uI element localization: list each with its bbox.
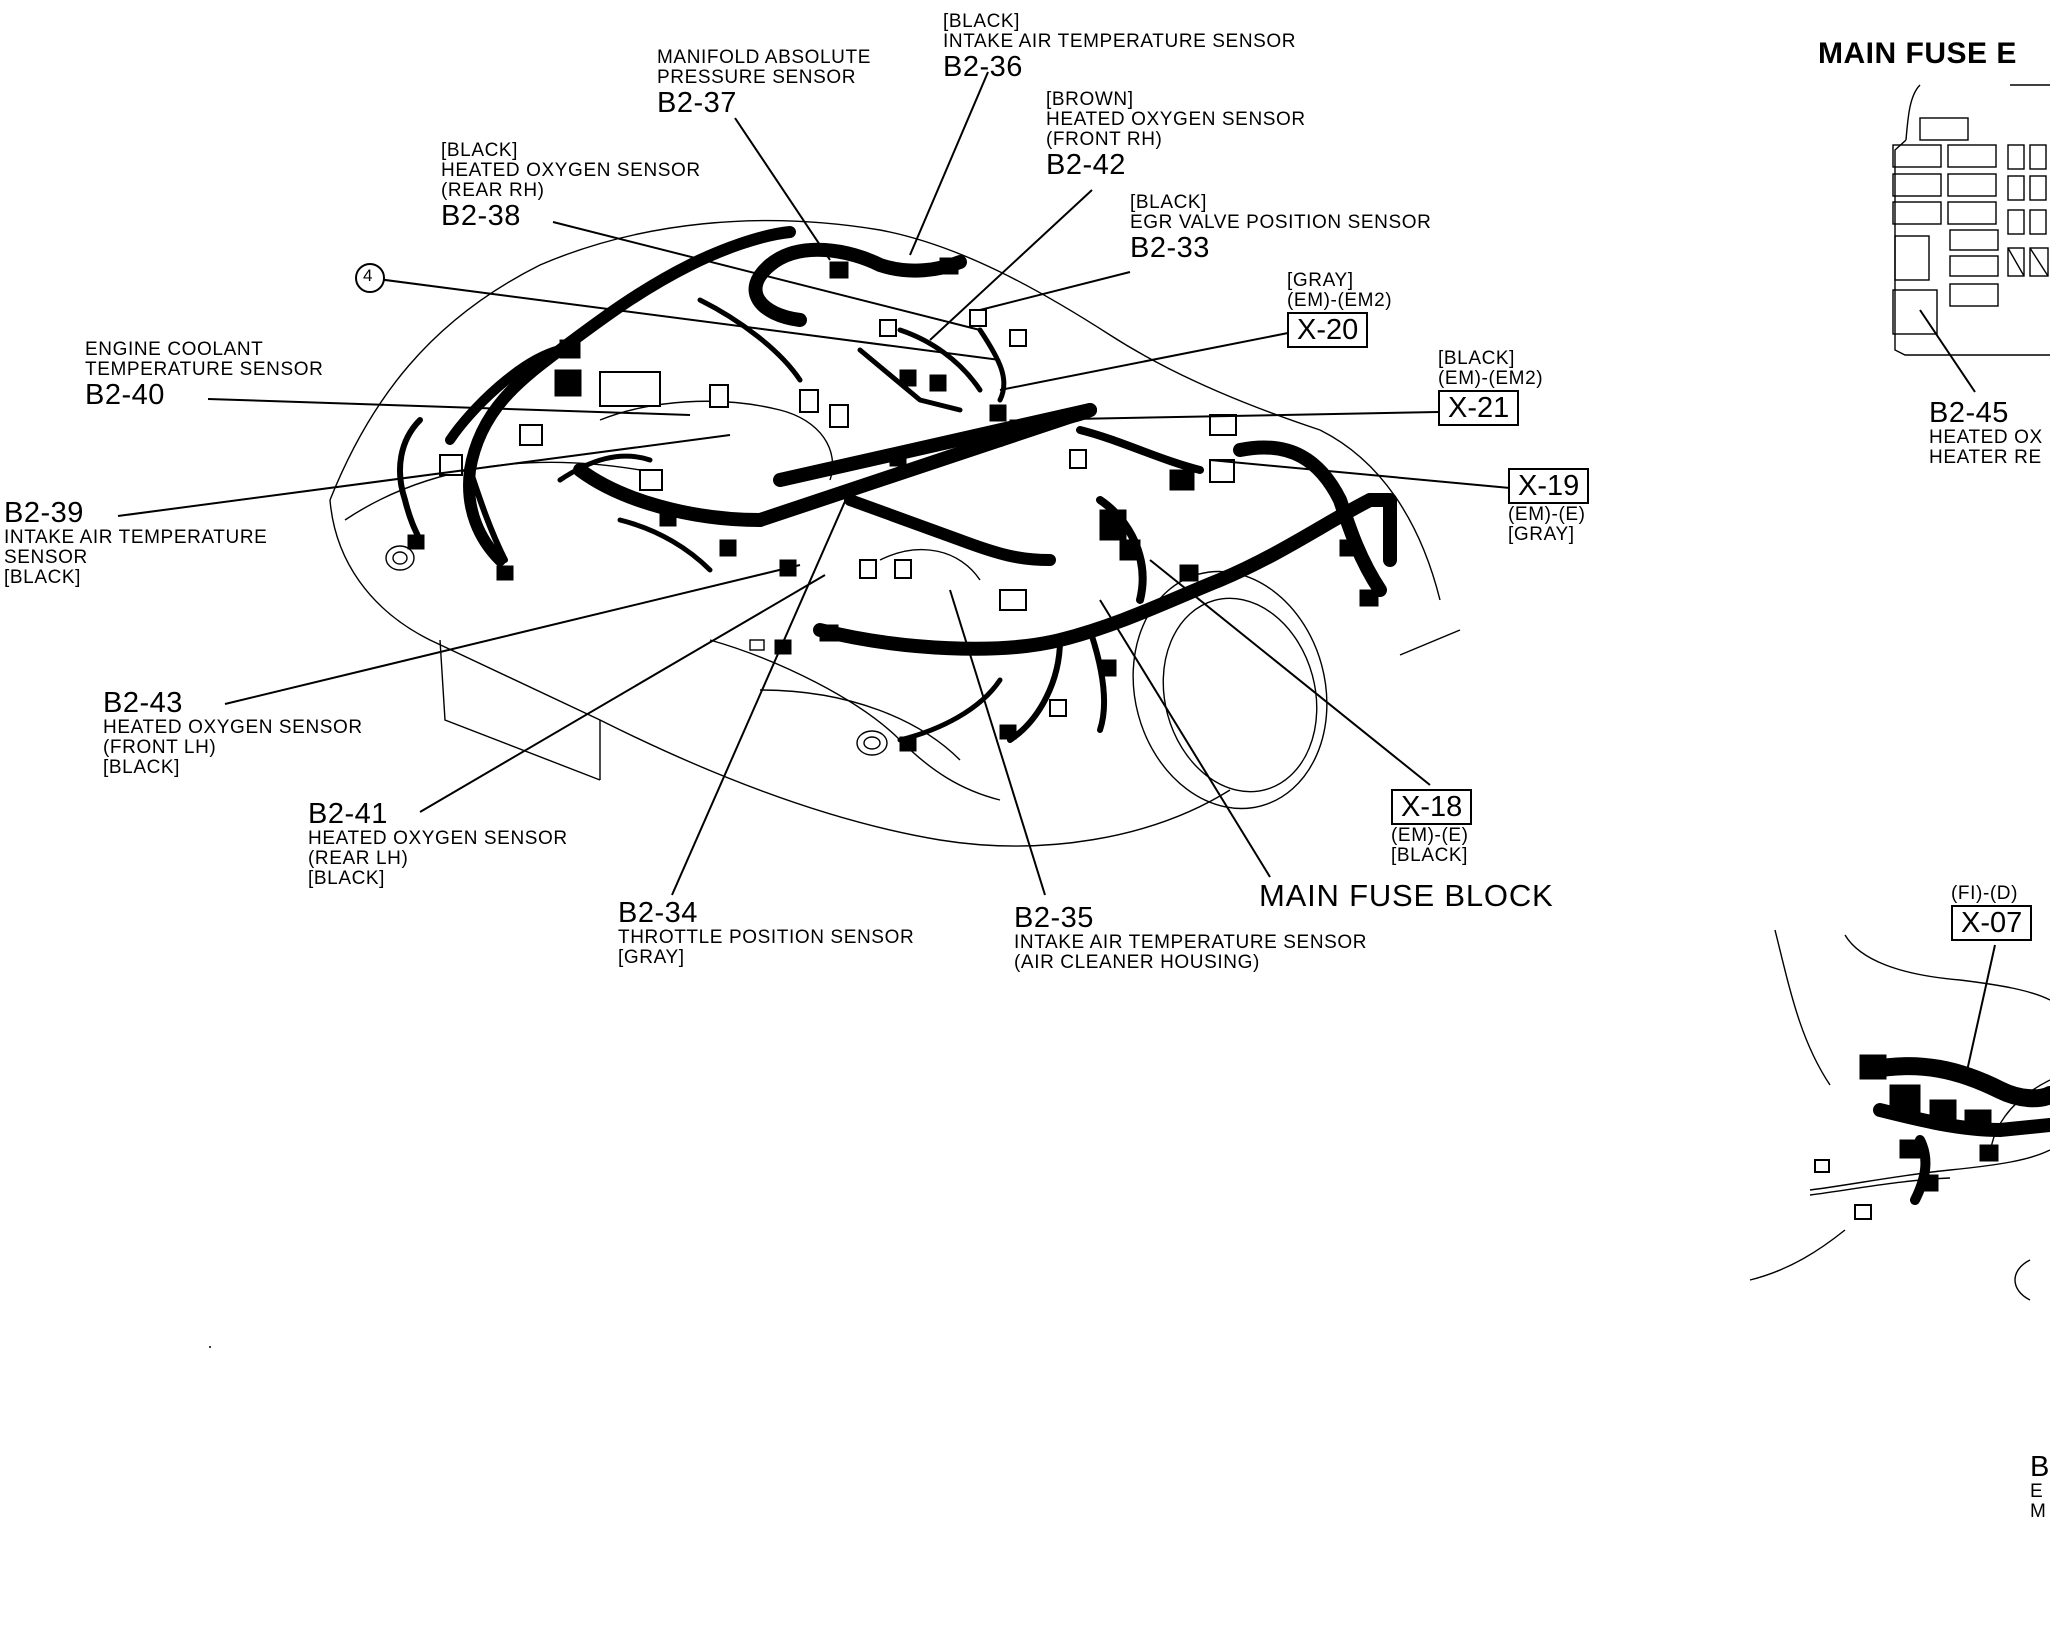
label-x-21: [BLACK] (EM)-(EM2) X-21 xyxy=(1438,348,1544,426)
b2-35-code: B2-35 xyxy=(1014,902,1094,934)
label-x-19: X-19 (EM)-(E) [GRAY] xyxy=(1508,468,1590,546)
callout-circle xyxy=(355,263,385,293)
label-b2-40: ENGINE COOLANT TEMPERATURE SENSOR B2-40 xyxy=(85,339,324,411)
x-07-em: (FI)-(D) xyxy=(1951,883,2019,904)
x-19-color: [GRAY] xyxy=(1508,524,1575,546)
label-x-20: [GRAY] (EM)-(EM2) X-20 xyxy=(1287,270,1393,348)
b2-36-code: B2-36 xyxy=(943,50,1023,83)
x07-detail xyxy=(1749,929,2050,1301)
x-20-em: (EM)-(EM2) xyxy=(1287,289,1393,311)
x-21-em: (EM)-(EM2) xyxy=(1438,367,1544,389)
b2-35-name1: INTAKE AIR TEMPERATURE SENSOR xyxy=(1014,932,1368,954)
speck xyxy=(209,1346,211,1348)
b2-45-code: B2-45 xyxy=(1929,397,2009,429)
x-19-code: X-19 xyxy=(1508,468,1590,504)
label-x-18: X-18 (EM)-(E) [BLACK] xyxy=(1391,789,1473,867)
b2-41-color: [BLACK] xyxy=(308,868,386,890)
label-b2-39: B2-39 INTAKE AIR TEMPERATURE SENSOR [BLA… xyxy=(4,498,267,588)
connectors xyxy=(407,257,1379,752)
b2-33-code: B2-33 xyxy=(1130,231,1210,264)
label-b2-43: B2-43 HEATED OXYGEN SENSOR (FRONT LH) [B… xyxy=(103,688,363,778)
x-20-code: X-20 xyxy=(1287,311,1369,348)
x-07-code: X-07 xyxy=(1951,904,2033,941)
label-b2-33: [BLACK] EGR VALVE POSITION SENSOR B2-33 xyxy=(1130,192,1432,264)
x-21-color: [BLACK] xyxy=(1438,348,1516,369)
b2-36-color: [BLACK] xyxy=(943,11,1021,32)
b2-43-color: [BLACK] xyxy=(103,757,181,779)
b2-42-name1: HEATED OXYGEN SENSOR xyxy=(1046,108,1306,130)
b2-38-code: B2-38 xyxy=(441,199,521,232)
label-b2-41: B2-41 HEATED OXYGEN SENSOR (REAR LH) [BL… xyxy=(308,799,568,889)
b2-43-name1: HEATED OXYGEN SENSOR xyxy=(103,717,363,739)
x-20-color: [GRAY] xyxy=(1287,270,1354,291)
label-b2-42: [BROWN] HEATED OXYGEN SENSOR (FRONT RH) … xyxy=(1046,89,1306,181)
b2-39-name2: SENSOR xyxy=(4,547,88,569)
label-b2-38: [BLACK] HEATED OXYGEN SENSOR (REAR RH) B… xyxy=(441,140,701,232)
b2-39-code: B2-39 xyxy=(4,497,84,529)
b2-39-color: [BLACK] xyxy=(4,567,82,589)
x-18-color: [BLACK] xyxy=(1391,845,1469,867)
b2-39-name1: INTAKE AIR TEMPERATURE xyxy=(4,527,268,549)
bottom-right-line2: M xyxy=(2030,1501,2047,1523)
label-b2-36: [BLACK] INTAKE AIR TEMPERATURE SENSOR B2… xyxy=(943,11,1297,83)
b2-37-name2: PRESSURE SENSOR xyxy=(657,66,857,88)
label-x-07: (FI)-(D) X-07 xyxy=(1951,883,2033,941)
right-panel-title: MAIN FUSE E xyxy=(1818,37,2017,70)
bottom-right-line1: E xyxy=(2030,1481,2044,1503)
b2-38-name1: HEATED OXYGEN SENSOR xyxy=(441,159,701,181)
b2-41-name1: HEATED OXYGEN SENSOR xyxy=(308,828,568,850)
label-bottom-right: B E M xyxy=(2030,1452,2050,1522)
b2-45-line2: HEATER RE xyxy=(1929,447,2042,469)
b2-36-name: INTAKE AIR TEMPERATURE SENSOR xyxy=(943,30,1297,52)
b2-42-code: B2-42 xyxy=(1046,148,1126,181)
b2-41-code: B2-41 xyxy=(308,798,388,830)
x-21-code: X-21 xyxy=(1438,389,1520,426)
bottom-right-code: B xyxy=(2030,1451,2050,1483)
b2-38-name2: (REAR RH) xyxy=(441,179,545,201)
b2-40-code: B2-40 xyxy=(85,378,165,411)
b2-43-name2: (FRONT LH) xyxy=(103,737,217,759)
leader-lines xyxy=(117,71,1511,896)
b2-37-code: B2-37 xyxy=(657,86,737,119)
b2-42-name2: (FRONT RH) xyxy=(1046,128,1163,150)
main-fuse-block-label: MAIN FUSE BLOCK xyxy=(1259,878,1554,913)
label-b2-37: MANIFOLD ABSOLUTE PRESSURE SENSOR B2-37 xyxy=(657,47,871,119)
x-18-code: X-18 xyxy=(1391,789,1473,825)
b2-43-code: B2-43 xyxy=(103,687,183,719)
b2-40-name2: TEMPERATURE SENSOR xyxy=(85,358,324,380)
b2-33-color: [BLACK] xyxy=(1130,192,1208,213)
fuse-block-detail xyxy=(1892,84,2050,393)
b2-38-color: [BLACK] xyxy=(441,140,519,161)
b2-35-name2: (AIR CLEANER HOUSING) xyxy=(1014,952,1260,974)
b2-37-name1: MANIFOLD ABSOLUTE xyxy=(657,47,871,68)
b2-42-color: [BROWN] xyxy=(1046,89,1134,110)
b2-34-color: [GRAY] xyxy=(618,947,685,969)
b2-34-code: B2-34 xyxy=(618,897,698,929)
callout-number-4: 4 xyxy=(363,266,374,285)
b2-34-name: THROTTLE POSITION SENSOR xyxy=(618,927,915,949)
b2-40-name1: ENGINE COOLANT xyxy=(85,339,264,360)
label-b2-45: B2-45 HEATED OX HEATER RE xyxy=(1929,398,2043,468)
b2-45-line1: HEATED OX xyxy=(1929,427,2043,449)
b2-41-name2: (REAR LH) xyxy=(308,848,409,870)
label-b2-35: B2-35 INTAKE AIR TEMPERATURE SENSOR (AIR… xyxy=(1014,903,1367,973)
x-19-em: (EM)-(E) xyxy=(1508,504,1586,526)
b2-33-name: EGR VALVE POSITION SENSOR xyxy=(1130,211,1432,233)
x-18-em: (EM)-(E) xyxy=(1391,825,1469,847)
label-b2-34: B2-34 THROTTLE POSITION SENSOR [GRAY] xyxy=(618,898,914,968)
